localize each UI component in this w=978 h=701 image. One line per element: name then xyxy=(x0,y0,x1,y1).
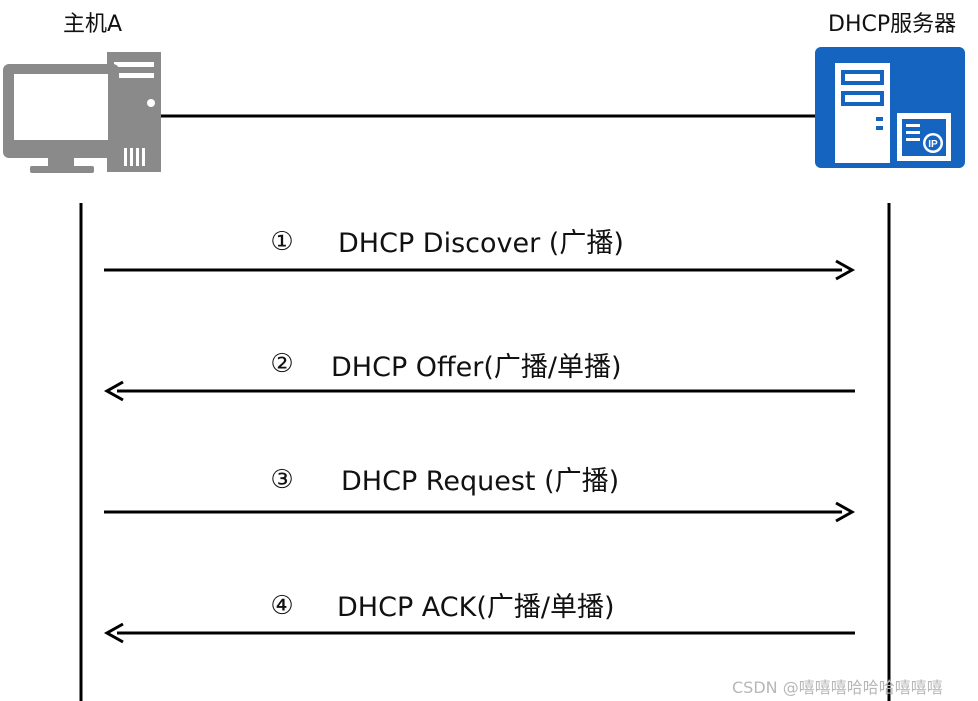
computer-icon xyxy=(3,52,161,173)
arrow-step-4 xyxy=(103,622,855,644)
step-number-4: ④ xyxy=(270,591,294,621)
host-a-label: 主机A xyxy=(63,12,123,37)
arrow-step-2 xyxy=(103,380,855,402)
arrow-step-3 xyxy=(104,501,856,523)
step-message-2: DHCP Offer(广播/单播) xyxy=(331,352,622,383)
step-number-2: ② xyxy=(270,349,294,379)
step-message-3: DHCP Request (广播) xyxy=(341,466,620,497)
dhcp-server-label: DHCP服务器 xyxy=(828,12,957,37)
step-number-1: ① xyxy=(270,227,294,257)
step-message-1: DHCP Discover (广播) xyxy=(338,228,624,259)
step-message-4: DHCP ACK(广播/单播) xyxy=(337,592,615,623)
ip-badge-text: IP xyxy=(928,139,938,150)
arrow-step-1 xyxy=(104,259,856,281)
step-number-3: ③ xyxy=(270,465,294,495)
watermark-text: CSDN @嘻嘻嘻哈哈哈嘻嘻嘻 xyxy=(732,678,943,697)
server-icon: IP xyxy=(815,47,965,168)
